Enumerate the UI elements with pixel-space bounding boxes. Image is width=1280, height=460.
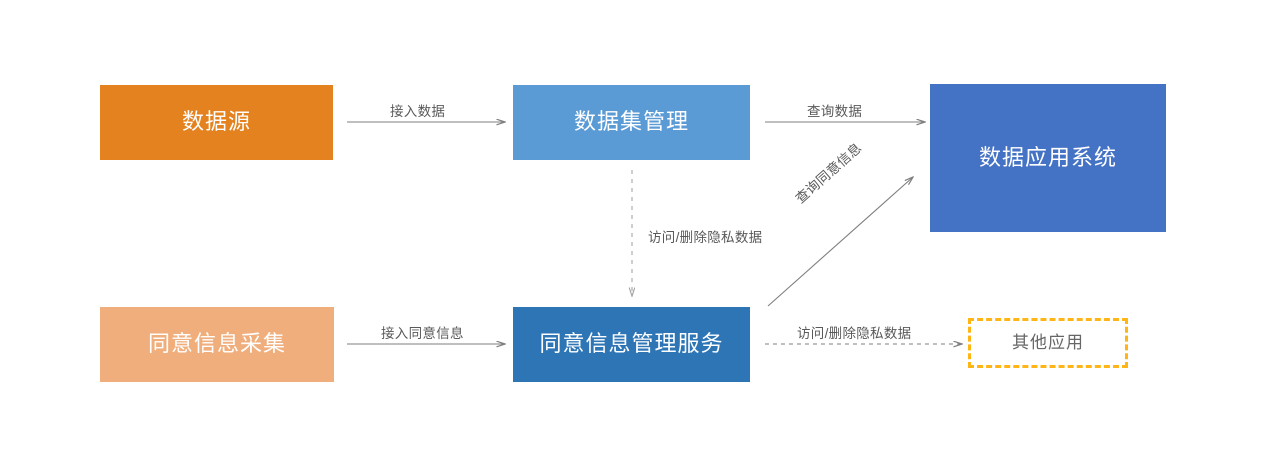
node-data-source[interactable]: 数据源 — [100, 85, 333, 160]
edge-label-query-consent: 查询同意信息 — [792, 140, 865, 207]
edge-label-access-delete-vertical: 访问/删除隐私数据 — [648, 230, 763, 245]
node-dataset-management[interactable]: 数据集管理 — [513, 85, 750, 160]
node-consent-collection[interactable]: 同意信息采集 — [100, 307, 334, 382]
edge-label-query-data: 查询数据 — [807, 104, 863, 119]
edge-label-ingest-data: 接入数据 — [390, 104, 446, 119]
edge-query-consent — [767, 177, 913, 307]
node-data-source-label: 数据源 — [181, 109, 251, 135]
node-other-application-label: 其他应用 — [1012, 332, 1084, 352]
node-consent-management-service-label: 同意信息管理服务 — [539, 331, 724, 357]
node-data-application-system[interactable]: 数据应用系统 — [930, 84, 1166, 232]
node-consent-management-service[interactable]: 同意信息管理服务 — [513, 307, 750, 382]
edge-label-ingest-consent: 接入同意信息 — [381, 326, 464, 341]
node-consent-collection-label: 同意信息采集 — [147, 331, 286, 357]
node-data-application-system-label: 数据应用系统 — [978, 144, 1117, 170]
edge-label-access-delete-bottom: 访问/删除隐私数据 — [797, 326, 912, 341]
node-other-application[interactable]: 其他应用 — [968, 318, 1128, 368]
node-dataset-management-label: 数据集管理 — [573, 109, 689, 135]
